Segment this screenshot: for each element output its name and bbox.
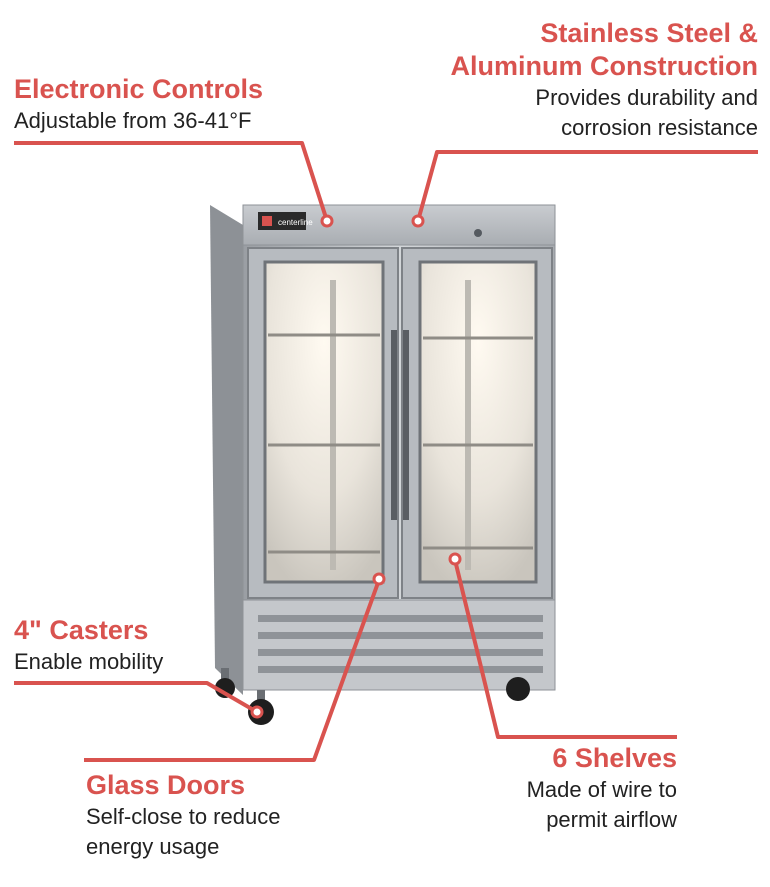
callout-title: Aluminum Construction [450,51,758,81]
left-interior-post [330,280,336,570]
cabinet-side-panel [210,205,243,695]
callout-stainless-steel: Stainless Steel & Aluminum Construction … [451,17,758,143]
vent-louver [258,666,543,673]
callout-desc: corrosion resistance [561,115,758,140]
leader-line-stainless-steel [416,150,758,222]
callout-desc: energy usage [86,834,220,859]
leader-line-casters [14,681,259,714]
vent-louver [258,632,543,639]
callout-title: 6 Shelves [552,743,677,773]
callout-shelves: 6 Shelves Made of wire to permit airflow [527,742,677,835]
vent-louver [258,615,543,622]
leader-line-glass-doors [84,579,381,762]
leader-dot [372,572,386,586]
caster-wheel [215,678,235,698]
leader-line-electronic-controls [14,141,329,222]
left-door-window [263,260,385,584]
leader-dots [250,214,462,719]
wire-shelves [268,333,533,554]
vent-louver [258,649,543,656]
left-door-handle [391,330,397,520]
leader-dot [411,214,425,228]
brand-logo-mark [262,216,272,226]
leader-line-shelves [453,559,677,739]
caster-wheel [506,677,530,701]
vent-louvers [258,615,543,673]
leader-lines [14,141,758,762]
callout-glass-doors: Glass Doors Self-close to reduce energy … [86,769,280,862]
callout-title: Stainless Steel & [540,18,758,48]
right-door-handle [403,330,409,520]
right-interior-post [465,280,471,570]
callout-casters: 4" Casters Enable mobility [14,614,163,677]
brand-label: centerline [278,218,313,227]
casters [215,668,530,725]
door-lock [474,229,482,237]
callout-title: 4" Casters [14,615,149,645]
refrigerator: centerline [210,204,556,725]
callout-title: Glass Doors [86,770,246,800]
callout-desc: Self-close to reduce [86,804,281,829]
callout-title: Electronic Controls [14,74,264,104]
caster-stem [257,690,265,702]
callout-desc: Made of wire to [526,777,677,802]
leader-dot [250,705,264,719]
lower-vent-panel [242,599,556,691]
callout-desc: Provides durability and [535,85,758,110]
leader-dot [320,214,334,228]
right-door-window [418,260,538,584]
callout-electronic-controls: Electronic Controls Adjustable from 36-4… [14,73,263,136]
leader-dot [448,552,462,566]
callout-desc: permit airflow [546,807,677,832]
callout-desc: Adjustable from 36-41°F [14,108,252,133]
callout-desc: Enable mobility [14,649,164,674]
caster-stem [221,668,229,682]
